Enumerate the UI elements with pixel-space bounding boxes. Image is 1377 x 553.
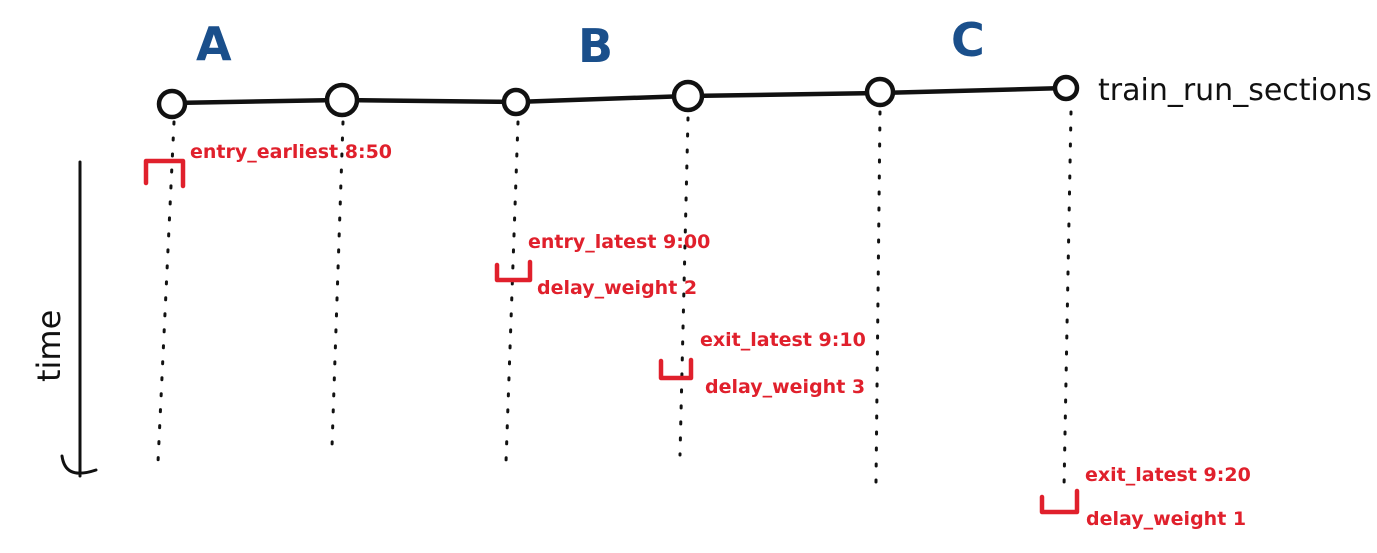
- time-line-2: [330, 120, 345, 449]
- delay-weight-2-note: delay_weight 2: [537, 277, 697, 299]
- exit-latest-b-marker: [658, 357, 694, 381]
- section-label-a: A: [196, 17, 232, 71]
- node-5: [864, 76, 896, 108]
- delay-weight-3-note: delay_weight 3: [705, 376, 865, 398]
- time-axis-label: time: [30, 310, 68, 382]
- entry-earliest-note: entry_earliest 8:50: [190, 141, 392, 163]
- entry-latest-marker: [494, 259, 533, 283]
- section-label-c: C: [951, 13, 985, 67]
- node-1: [156, 88, 188, 120]
- section-label-b: B: [578, 19, 613, 73]
- track-label: train_run_sections: [1098, 73, 1372, 108]
- node-4: [671, 79, 705, 113]
- time-lines: [156, 110, 1073, 490]
- window-markers: [143, 158, 1080, 515]
- track-line: [169, 85, 1069, 106]
- entry-earliest-marker: [143, 158, 186, 189]
- track-nodes: [156, 74, 1080, 120]
- node-6: [1052, 74, 1080, 102]
- time-line-6: [1062, 110, 1073, 490]
- time-axis-arrow: [60, 160, 98, 478]
- node-3: [501, 87, 531, 117]
- exit-latest-9-10-note: exit_latest 9:10: [700, 329, 866, 351]
- time-axis: time: [30, 160, 98, 478]
- node-2: [324, 82, 360, 118]
- exit-latest-9-20-note: exit_latest 9:20: [1085, 464, 1251, 486]
- delay-weight-1-note: delay_weight 1: [1086, 508, 1246, 530]
- time-line-1: [156, 120, 176, 464]
- entry-latest-note: entry_latest 9:00: [528, 231, 710, 253]
- time-line-5: [874, 110, 882, 484]
- time-line-3: [504, 120, 520, 464]
- exit-latest-end-marker: [1039, 488, 1080, 515]
